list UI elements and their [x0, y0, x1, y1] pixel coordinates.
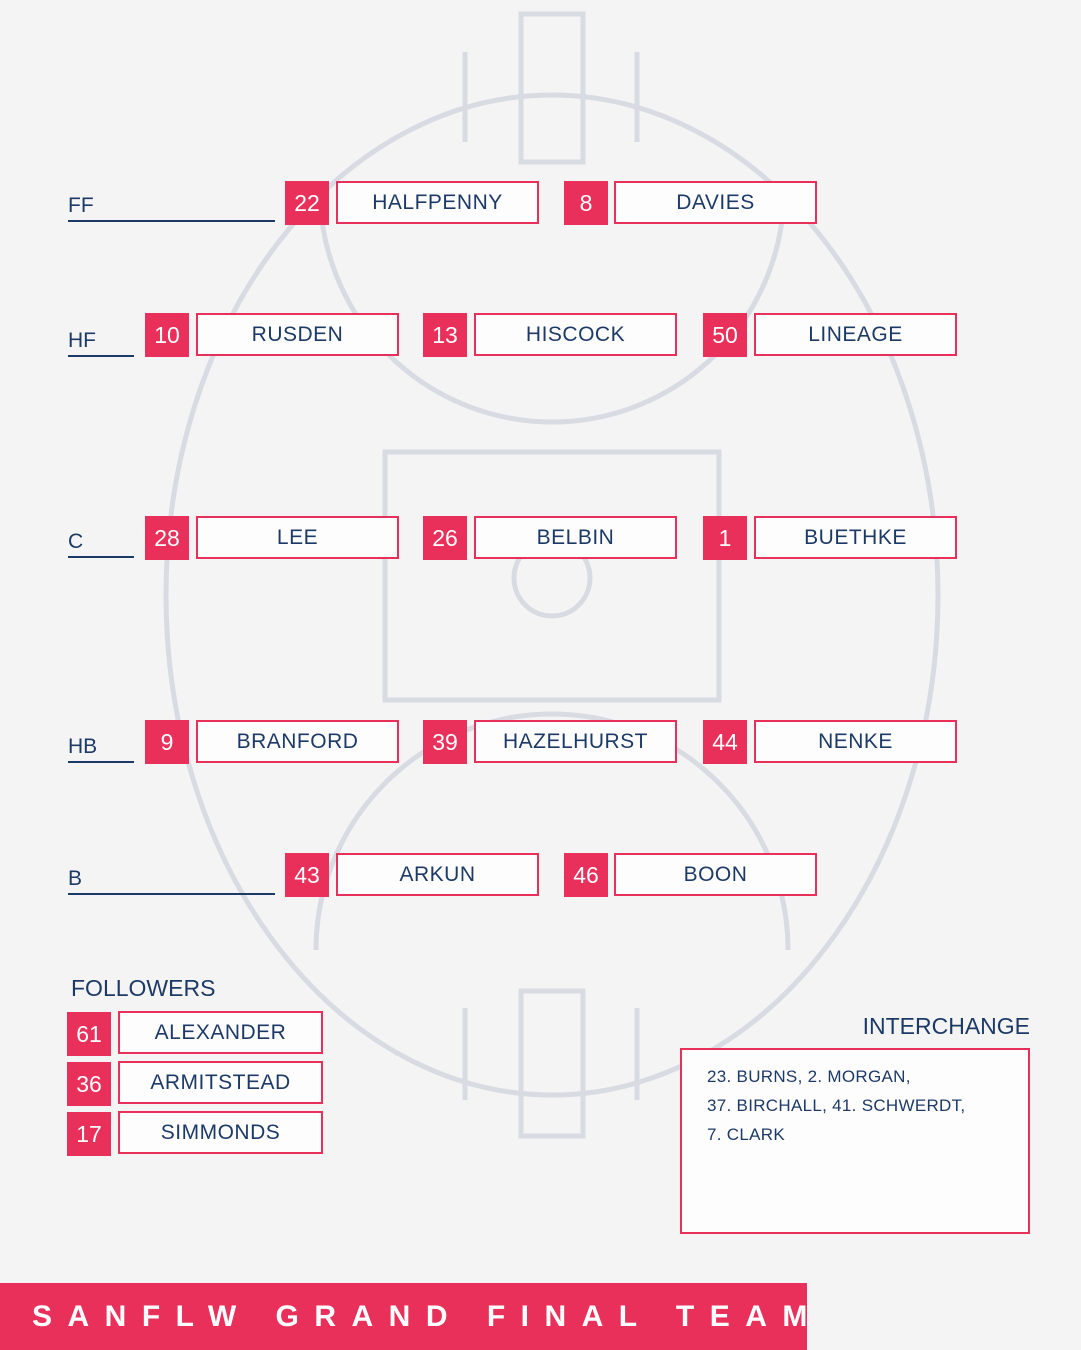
player-number: 9	[145, 720, 189, 764]
follower-name: ALEXANDER	[118, 1011, 323, 1054]
line-label-c: C	[68, 531, 134, 558]
line-label-hb: HB	[68, 736, 134, 763]
player-number: 39	[423, 720, 467, 764]
player-name: BUETHKE	[754, 516, 957, 559]
player-number: 46	[564, 853, 608, 897]
player-name: HAZELHURST	[474, 720, 677, 763]
field-boundary	[163, 92, 941, 1098]
player-number: 13	[423, 313, 467, 357]
interchange-line: 23. BURNS, 2. MORGAN,	[707, 1067, 911, 1086]
interchange-line: 37. BIRCHALL, 41. SCHWERDT,	[707, 1096, 966, 1115]
follower-number: 61	[67, 1012, 111, 1056]
forward-arc	[317, 189, 787, 425]
player-number: 50	[703, 313, 747, 357]
player-number: 8	[564, 181, 608, 225]
line-label-ff: FF	[68, 195, 275, 222]
player-name: DAVIES	[614, 181, 817, 224]
player-name: LINEAGE	[754, 313, 957, 356]
player-name: RUSDEN	[196, 313, 399, 356]
follower-name: ARMITSTEAD	[118, 1061, 323, 1104]
player-name: BRANFORD	[196, 720, 399, 763]
line-label-hf: HF	[68, 330, 134, 357]
player-name: BOON	[614, 853, 817, 896]
player-number: 43	[285, 853, 329, 897]
player-number: 22	[285, 181, 329, 225]
follower-number: 36	[67, 1062, 111, 1106]
player-number: 26	[423, 516, 467, 560]
interchange-box: 23. BURNS, 2. MORGAN, 37. BIRCHALL, 41. …	[680, 1048, 1030, 1234]
player-number: 28	[145, 516, 189, 560]
player-number: 1	[703, 516, 747, 560]
follower-number: 17	[67, 1112, 111, 1156]
player-name: HALFPENNY	[336, 181, 539, 224]
interchange-line: 7. CLARK	[707, 1125, 785, 1144]
followers-title: FOLLOWERS	[71, 975, 216, 1001]
interchange-title: INTERCHANGE	[862, 1013, 1030, 1039]
player-name: ARKUN	[336, 853, 539, 896]
title-banner: SANFLW GRAND FINAL TEAM	[0, 1283, 807, 1350]
player-number: 10	[145, 313, 189, 357]
player-name: HISCOCK	[474, 313, 677, 356]
player-name: BELBIN	[474, 516, 677, 559]
player-number: 44	[703, 720, 747, 764]
follower-name: SIMMONDS	[118, 1111, 323, 1154]
goal-square-top	[518, 11, 586, 165]
player-name: LEE	[196, 516, 399, 559]
back-arc	[313, 711, 791, 951]
centre-square	[382, 449, 722, 703]
goal-square-bottom	[518, 988, 586, 1139]
player-name: NENKE	[754, 720, 957, 763]
line-label-b: B	[68, 868, 275, 895]
